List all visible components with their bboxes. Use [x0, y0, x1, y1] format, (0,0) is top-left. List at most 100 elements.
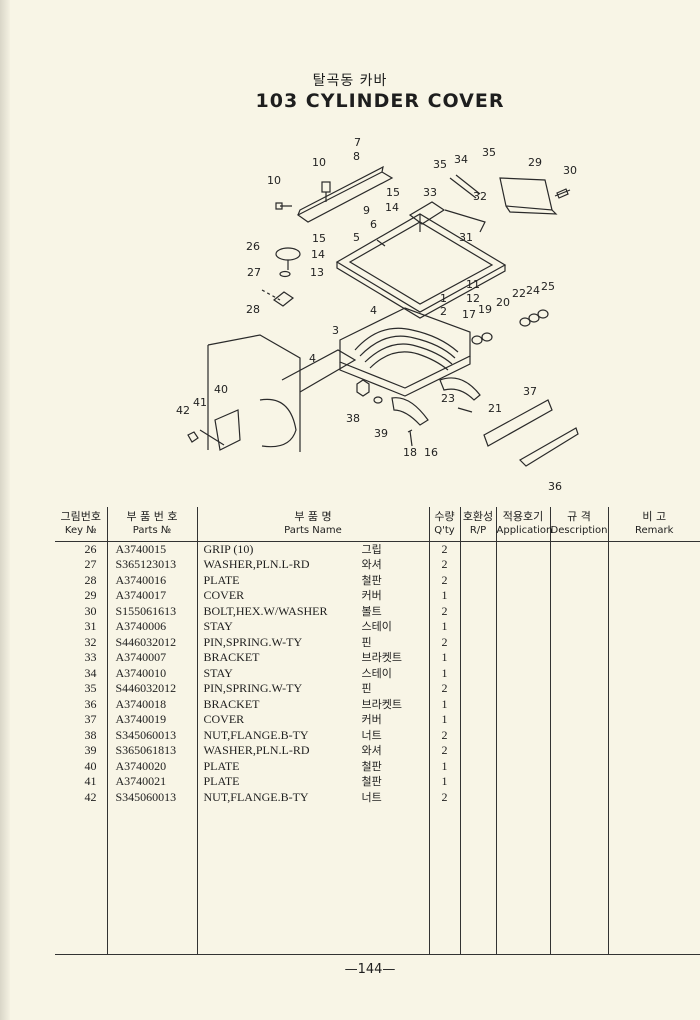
- callout-3: 3: [332, 324, 339, 337]
- empty-cell: [495, 805, 550, 955]
- callout-2: 2: [440, 305, 447, 318]
- empty-cell: [428, 805, 460, 955]
- cell-application: [495, 665, 550, 681]
- callout-32: 32: [473, 190, 487, 203]
- cell-key: 37: [84, 712, 97, 726]
- parts-name-english: NUT,FLANGE.B-TY: [203, 789, 309, 804]
- page-edge-shadow: [0, 0, 10, 1020]
- cell-remark: [607, 541, 700, 557]
- callout-5: 5: [353, 231, 360, 244]
- parts-name-korean: 브라켓트: [361, 697, 402, 711]
- cell-description: [549, 681, 608, 697]
- cell-parts-no: A3740010: [106, 665, 197, 681]
- cell-key: 33: [84, 650, 97, 664]
- cell-qty: 2: [428, 634, 460, 650]
- cell-remark: [607, 727, 700, 743]
- cell-description: [549, 572, 608, 588]
- cell-key: 42: [84, 789, 97, 804]
- cell-qty: 2: [428, 572, 460, 588]
- parts-name-korean: 스테이: [361, 666, 392, 680]
- cell-parts-no: S345060013: [106, 789, 197, 805]
- cell-remark: [607, 650, 700, 666]
- parts-name-korean: 볼트: [361, 604, 382, 618]
- cell-qty: 2: [428, 681, 460, 697]
- callout-23: 23: [441, 392, 455, 405]
- cell-qty: 1: [428, 665, 460, 681]
- cell-application: [495, 634, 550, 650]
- cell-qty: 1: [428, 588, 460, 604]
- cell-application: [495, 774, 550, 790]
- diagram-callouts: 1 2 3 4 4 5 6 7 8 9 10 10 11 12 13 14 14…: [176, 136, 577, 493]
- cell-key: 32: [84, 634, 97, 649]
- parts-name-korean: 와셔: [361, 558, 382, 571]
- callout-40: 40: [214, 383, 228, 396]
- cell-parts-no: A3740021: [106, 774, 197, 790]
- cell-application: [495, 789, 550, 805]
- cell-description: [549, 650, 608, 666]
- cell-description: [549, 634, 608, 650]
- cell-application: [495, 557, 550, 573]
- parts-name-english: WASHER,PLN.L-RD: [203, 743, 310, 757]
- cell-application: [495, 681, 550, 697]
- callout-7: 7: [354, 136, 361, 149]
- cell-remark: [607, 557, 700, 573]
- cell-application: [495, 727, 550, 743]
- cell-parts-no: A3740019: [106, 712, 197, 728]
- parts-name-english: BRACKET: [203, 650, 260, 664]
- callout-9: 9: [363, 204, 370, 217]
- cell-application: [495, 572, 550, 588]
- cell-qty: 1: [428, 774, 460, 790]
- cell-description: [549, 758, 608, 774]
- cell-description: [549, 665, 608, 681]
- callout-39: 39: [374, 427, 388, 440]
- cell-description: [549, 789, 608, 805]
- cell-remark: [607, 665, 700, 681]
- callout-12: 12: [466, 292, 480, 305]
- cell-key: 26: [84, 541, 97, 556]
- cell-qty: 1: [428, 696, 460, 712]
- cell-remark: [607, 774, 700, 790]
- empty-cell: [196, 805, 429, 955]
- parts-name-english: STAY: [203, 665, 233, 680]
- cell-parts-no: S155061613: [106, 603, 197, 619]
- cell-description: [549, 696, 608, 712]
- callout-33: 33: [423, 186, 437, 199]
- cell-remark: [607, 712, 700, 728]
- cell-qty: 2: [428, 743, 460, 759]
- callout-11: 11: [466, 278, 480, 291]
- cell-application: [495, 696, 550, 712]
- callout-41: 41: [193, 396, 207, 409]
- cell-qty: 1: [428, 712, 460, 728]
- cell-rp: [459, 789, 496, 805]
- cell-parts-no: A3740006: [106, 619, 197, 635]
- cell-rp: [459, 696, 496, 712]
- parts-name-korean: 철판: [361, 759, 382, 773]
- cell-qty: 2: [428, 541, 460, 557]
- header-remark: 비 고 Remark: [607, 507, 700, 542]
- parts-name-korean: 핀: [361, 635, 372, 649]
- cell-key: 28: [84, 572, 97, 587]
- parts-name-korean: 철판: [361, 573, 382, 587]
- callout-13: 13: [310, 266, 324, 279]
- cell-qty: 2: [428, 789, 460, 805]
- empty-cell: [55, 805, 107, 955]
- cell-rp: [459, 557, 496, 573]
- cell-description: [549, 743, 608, 759]
- cell-qty: 1: [428, 650, 460, 666]
- callout-35a: 35: [433, 158, 447, 171]
- cell-rp: [459, 603, 496, 619]
- cell-rp: [459, 650, 496, 666]
- header-description: 규 격 Description: [549, 507, 608, 542]
- callout-10a: 10: [312, 156, 326, 169]
